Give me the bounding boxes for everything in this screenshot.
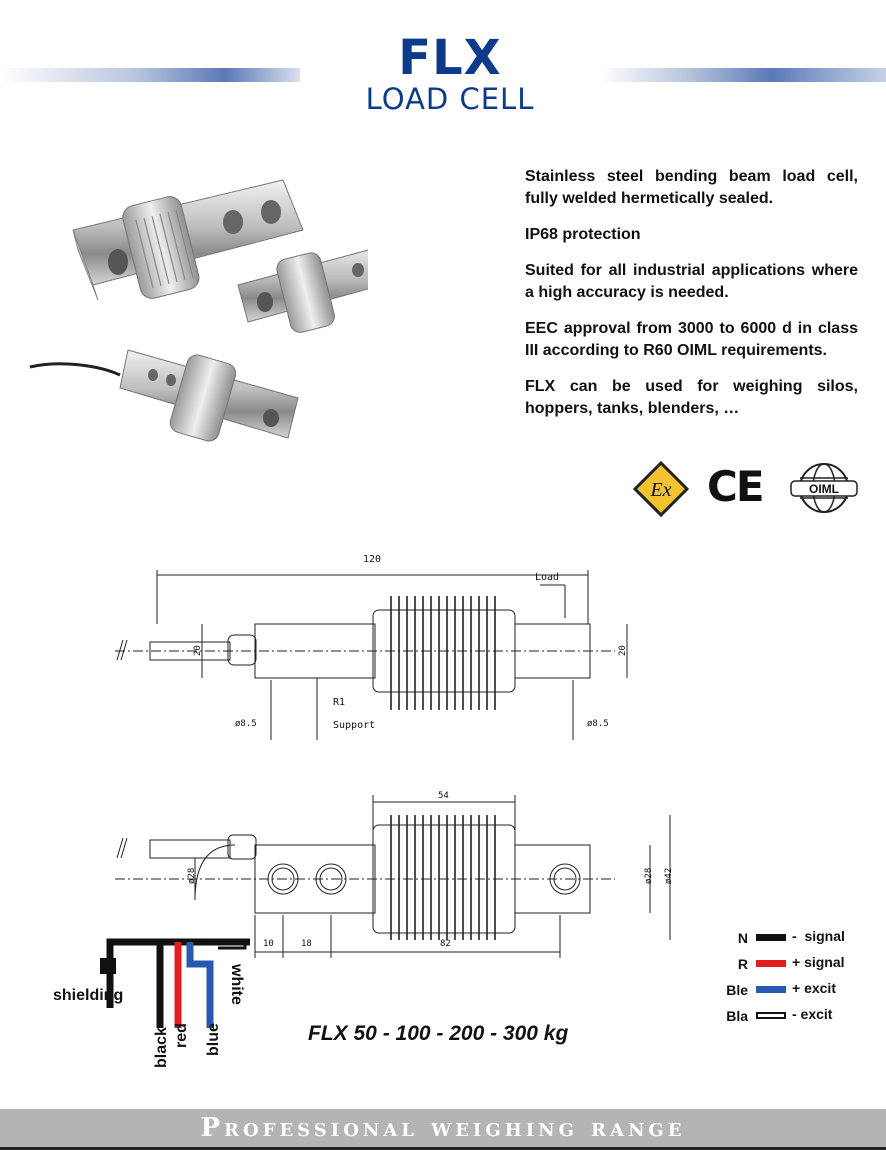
legend-label: - signal [792, 928, 845, 944]
atex-ex-label: Ex [649, 479, 671, 501]
dim-hole-left: ø8.5 [235, 719, 257, 729]
footer-rule [0, 1147, 886, 1150]
dim-b: 18 [301, 939, 312, 949]
description-line: Suited for all industrial applications w… [525, 262, 858, 301]
page-subtitle: LOAD CELL [365, 82, 535, 116]
legend-label: + signal [792, 954, 845, 970]
load-cell-small [29, 349, 299, 442]
legend-swatch [756, 1012, 786, 1019]
side-view-drawing: 54 ø28 ø42 ø28 [115, 791, 674, 958]
dim-a: 10 [263, 939, 274, 949]
description-line: Stainless steel bending beam load cell, … [525, 168, 858, 207]
legend-swatch [756, 934, 786, 941]
legend-swatch [756, 960, 786, 967]
description-line: EEC approval from 3000 to 6000 d in clas… [525, 320, 858, 359]
footer-tagline: Professional weighing range [200, 1113, 686, 1143]
dim-diameter-outer: ø42 [664, 868, 674, 884]
wire-shielding-shape [106, 938, 250, 1008]
radius-label: R1 [333, 697, 345, 708]
dim-bellows-length: 54 [438, 791, 449, 801]
oiml-label: OIML [809, 482, 839, 496]
wire-label-black: black [153, 1027, 170, 1068]
top-view-drawing: 120 Load 20 20 [115, 554, 628, 740]
dim-height-left: 20 [193, 645, 203, 656]
oiml-mark-icon: OIML [790, 463, 858, 513]
model-range: FLX 50 - 100 - 200 - 300 kg [308, 1022, 569, 1045]
wire-label-red: red [173, 1023, 190, 1048]
legend-swatch [756, 986, 786, 993]
technical-drawing: 120 Load 20 20 [115, 554, 674, 958]
dim-cable-diameter: ø28 [187, 868, 197, 884]
atex-ex-mark-icon: Ex [632, 460, 690, 518]
dim-height-right: 20 [618, 645, 628, 656]
legend-row: Ble + excit [720, 980, 880, 1006]
legend-label: + excit [792, 980, 836, 996]
dim-diameter-inner: ø28 [644, 868, 654, 884]
legend-code: Bla [726, 1008, 748, 1024]
dim-length-120: 120 [363, 554, 381, 565]
wire-label-blue: blue [205, 1023, 222, 1056]
legend-code: N [737, 930, 748, 946]
wire-label-shielding: shielding [53, 987, 123, 1004]
wire-color-legend: N - signal R + signal Ble + excit Bla - … [720, 928, 880, 1032]
support-label: Support [333, 720, 375, 731]
wiring-diagram: shielding black red blue white [53, 938, 250, 1068]
legend-row: Bla - excit [720, 1006, 880, 1032]
legend-row: N - signal [720, 928, 880, 954]
load-label: Load [535, 572, 559, 583]
wire-blue-shape [186, 942, 214, 1028]
legend-code: Ble [726, 982, 748, 998]
header-gradient-bar-right [600, 68, 886, 82]
wire-label-white: white [228, 963, 245, 1005]
dim-c: 82 [440, 939, 451, 949]
footer-band [0, 1109, 886, 1147]
ce-mark-icon: CE [707, 462, 765, 511]
product-description: Stainless steel bending beam load cell, … [525, 166, 858, 434]
product-photo [29, 179, 368, 442]
page-title: FLX [398, 30, 502, 86]
header-gradient-bar-left [0, 68, 300, 82]
legend-row: R + signal [720, 954, 880, 980]
description-line: IP68 protection [525, 226, 641, 243]
dim-hole-right: ø8.5 [587, 719, 609, 729]
legend-label: - excit [792, 1006, 833, 1022]
load-cell-large [72, 179, 304, 301]
description-line: FLX can be used for weighing silos, hopp… [525, 378, 858, 417]
load-cell-medium [237, 249, 368, 333]
legend-code: R [737, 956, 748, 972]
